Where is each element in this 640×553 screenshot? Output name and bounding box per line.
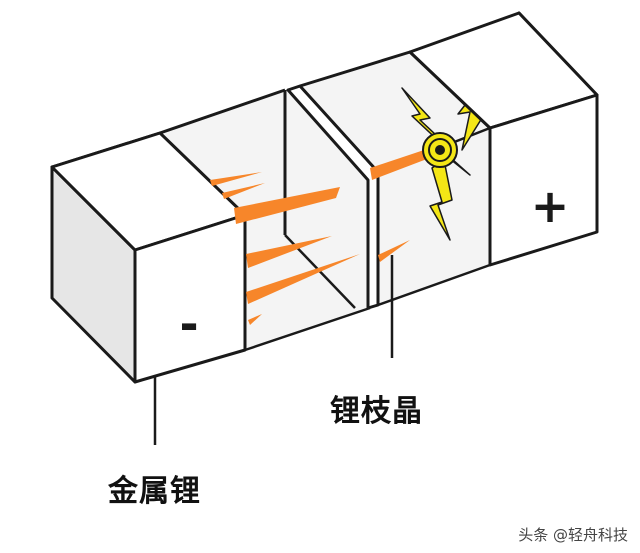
dendrite-7	[370, 146, 440, 180]
dendrite-4	[246, 236, 332, 268]
label-metal-lithium: 金属锂	[108, 474, 201, 509]
dendrite-3	[234, 187, 340, 224]
dendrite-5	[246, 254, 360, 304]
watermark-text: 头条 @轻舟科技	[518, 526, 628, 544]
negative-terminal-symbol: -	[179, 297, 198, 351]
spark-bolt-1	[401, 87, 471, 176]
dendrite-6	[248, 314, 262, 325]
lithium-dendrites	[210, 146, 440, 325]
positive-terminal-symbol: +	[531, 179, 570, 233]
battery-interior-back	[160, 52, 490, 350]
dendrite-2	[222, 183, 265, 199]
cathode-front-face	[488, 93, 599, 267]
spark-core-inner	[435, 145, 445, 155]
spark-bolt-3	[429, 159, 453, 241]
dendrite-8	[378, 240, 410, 262]
label-lithium-dendrite: 锂枝晶	[330, 394, 423, 429]
dendrite-1	[210, 172, 262, 186]
